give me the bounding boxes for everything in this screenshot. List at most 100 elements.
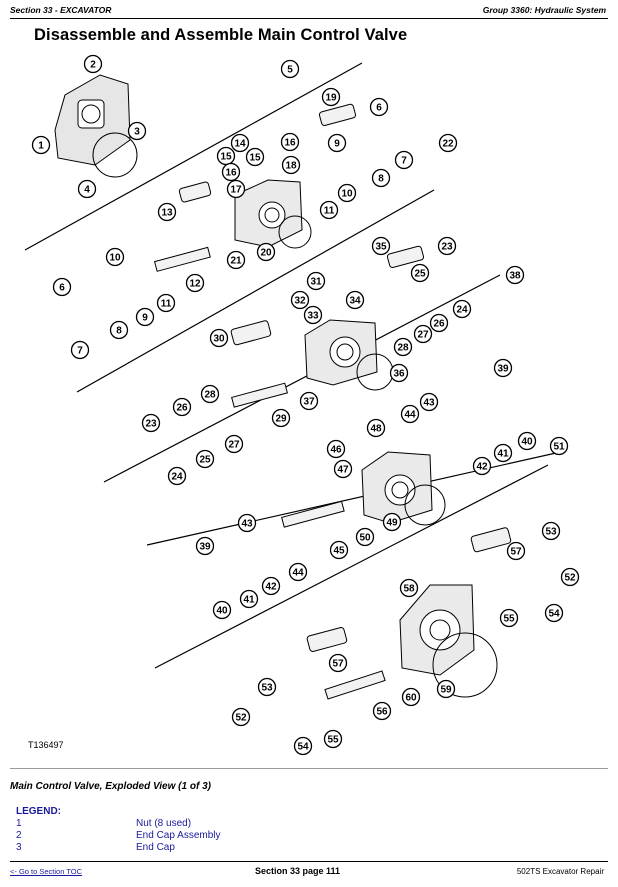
callout-27: 27 [413,324,433,344]
callout-52: 52 [231,707,251,727]
callout-3: 3 [127,121,147,141]
callout-number: 7 [77,346,83,357]
callout-33: 33 [303,305,323,325]
callout-5: 5 [280,59,300,79]
callout-number: 5 [287,65,293,76]
callout-24: 24 [167,466,187,486]
callout-29: 29 [271,408,291,428]
end-cap-assembly [54,74,138,178]
callout-18: 18 [281,155,301,175]
callout-15: 15 [245,147,265,167]
callout-number: 21 [230,256,242,267]
callout-number: 49 [386,518,398,529]
callout-number: 25 [199,455,211,466]
callout-number: 12 [189,279,201,290]
callout-number: 44 [292,568,304,579]
legend-list: 1 Nut (8 used) 2 End Cap Assembly 3 End … [16,818,586,854]
callout-number: 15 [249,153,261,164]
callout-17: 17 [226,179,246,199]
callout-number: 27 [228,440,240,451]
legend-item-description: Nut (8 used) [136,818,192,829]
callout-21: 21 [226,250,246,270]
callout-20: 20 [256,242,276,262]
callout-number: 37 [303,397,315,408]
callout-number: 11 [324,206,335,217]
callout-38: 38 [505,265,525,285]
legend-item: 3 End Cap [16,842,586,854]
callout-number: 54 [548,609,560,620]
callout-number: 52 [235,713,247,724]
callout-number: 43 [423,398,435,409]
callout-number: 9 [334,139,340,150]
section-toc-link[interactable]: <- Go to Section TOC [10,867,83,876]
callout-number: 47 [337,465,349,476]
callout-number: 48 [370,424,382,435]
callout-8: 8 [371,168,391,188]
callout-number: 23 [441,242,453,253]
callout-16: 16 [280,132,300,152]
callout-number: 46 [330,445,342,456]
callout-number: 3 [134,127,140,138]
callout-number: 16 [225,168,237,179]
callout-number: 36 [393,369,405,380]
callout-number: 6 [59,283,65,294]
callout-12: 12 [185,273,205,293]
callout-11: 11 [156,293,176,313]
callout-number: 23 [145,419,157,430]
callout-number: 6 [376,103,382,114]
callout-number: 55 [327,735,339,746]
callout-9: 9 [135,307,155,327]
valve-body-bottom [399,584,498,698]
callout-number: 28 [397,343,409,354]
callout-54: 54 [293,736,313,756]
callout-number: 40 [521,437,533,448]
callout-30: 30 [209,328,229,348]
callout-number: 50 [359,533,371,544]
callout-44: 44 [400,404,420,424]
callout-54: 54 [544,603,564,623]
callout-1: 1 [31,135,51,155]
callout-57: 57 [328,653,348,673]
callout-number: 13 [161,208,173,219]
callout-number: 57 [332,659,344,670]
callout-25: 25 [195,449,215,469]
callout-number: 11 [161,299,172,310]
callout-31: 31 [306,271,326,291]
callout-number: 44 [404,410,416,421]
callout-25: 25 [410,263,430,283]
callout-number: 19 [325,93,337,104]
callout-43: 43 [419,392,439,412]
callout-2: 2 [83,54,103,74]
figure-caption: Main Control Valve, Exploded View (1 of … [10,781,211,792]
callout-8: 8 [109,320,129,340]
legend-title: LEGEND: [16,806,61,817]
callout-6: 6 [369,97,389,117]
callout-number: 57 [510,547,522,558]
callout-number: 10 [109,253,121,264]
callout-number: 15 [220,152,232,163]
callout-number: 42 [265,582,277,593]
callout-45: 45 [329,540,349,560]
callout-39: 39 [195,536,215,556]
callout-number: 22 [442,139,454,150]
callout-40: 40 [212,600,232,620]
header-group: Group 3360: Hydraulic System [482,5,606,15]
callout-number: 18 [285,161,297,172]
callout-number: 41 [243,595,255,606]
valve-body-upper [234,179,312,249]
callout-number: 20 [260,248,272,259]
callout-number: 58 [403,584,415,595]
callout-9: 9 [327,133,347,153]
callout-44: 44 [288,562,308,582]
callout-number: 8 [116,326,122,337]
spools-and-springs [153,103,512,700]
callout-number: 32 [294,296,306,307]
callout-10: 10 [105,247,125,267]
callout-57: 57 [506,541,526,561]
callout-number: 29 [275,414,287,425]
callout-number: 52 [564,573,576,584]
valve-body-middle [304,319,394,391]
callout-24: 24 [452,299,472,319]
header-rule [10,18,608,19]
callout-43: 43 [237,513,257,533]
